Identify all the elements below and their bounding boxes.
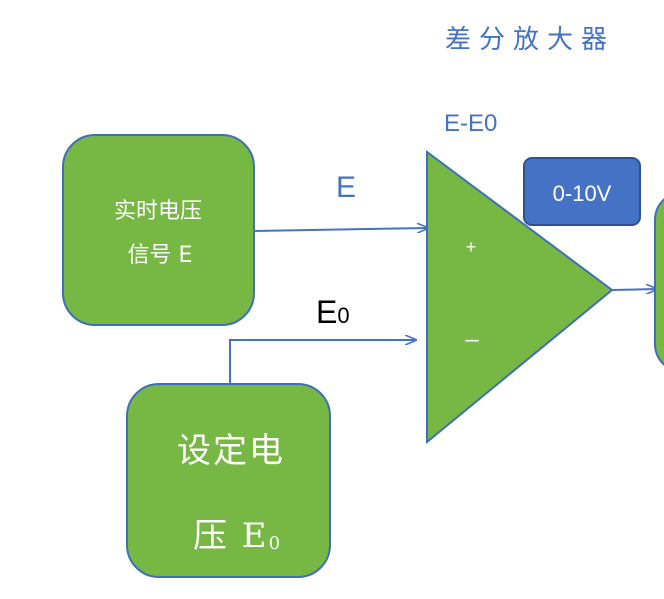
signal-e0-main: E xyxy=(316,294,337,330)
amp-plus-terminal: + xyxy=(466,237,477,257)
setpoint-voltage-box xyxy=(126,383,331,578)
setpoint-label-line1: 设定电 xyxy=(177,431,285,471)
output-box-partial xyxy=(654,198,664,366)
differential-amplifier-triangle xyxy=(426,150,614,445)
input-signal-label-line1: 实时电压 xyxy=(114,199,202,224)
arrow-amp-output xyxy=(611,289,657,290)
signal-e-label: E xyxy=(336,171,356,204)
range-badge-label: 0-10V xyxy=(553,181,612,206)
input-signal-box xyxy=(62,134,255,326)
amp-output-label: E-E0 xyxy=(444,110,497,137)
amp-minus-terminal: – xyxy=(465,326,479,353)
diagram-title: 差分放大器 xyxy=(445,25,615,55)
setpoint-label-line2-text: 压 E xyxy=(193,516,269,556)
range-badge xyxy=(523,157,641,226)
setpoint-label-line2-sub: 0 xyxy=(269,533,282,554)
arrow-e0-to-amp xyxy=(229,340,416,384)
input-signal-label-line2: 信号 E xyxy=(128,243,193,268)
arrow-e-to-amp xyxy=(253,228,428,231)
signal-e0-sub: 0 xyxy=(337,303,349,328)
setpoint-label-line2: 压 E0 xyxy=(193,516,282,556)
signal-e0-label: E0 xyxy=(316,294,350,330)
